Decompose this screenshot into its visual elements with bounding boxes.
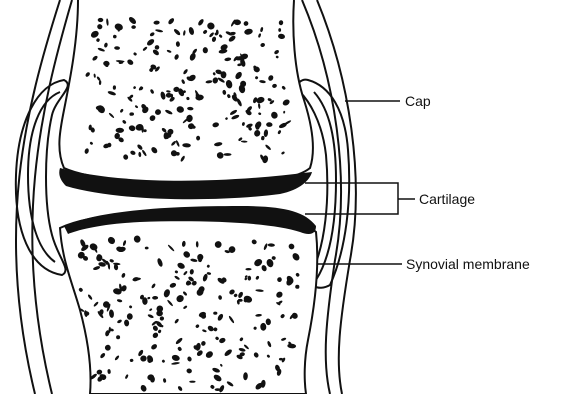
capsule-left-inner [32,0,72,394]
bone-pore [116,335,120,339]
bone-pore [215,388,221,391]
label-cap: Cap [405,93,431,109]
bone-pore [98,18,104,22]
bone-pore [189,381,195,383]
bone-pore [248,276,252,281]
capsule-left-outer [16,0,60,394]
bone-pore [116,128,124,133]
label-cartilage: Cartilage [419,191,475,207]
label-synovial-membrane: Synovial membrane [406,256,530,272]
bone-pore [144,129,147,132]
bone-pore [166,93,172,98]
cartilage-bracket [305,183,398,214]
upper-bone [59,0,313,184]
bone-pore [224,153,232,156]
